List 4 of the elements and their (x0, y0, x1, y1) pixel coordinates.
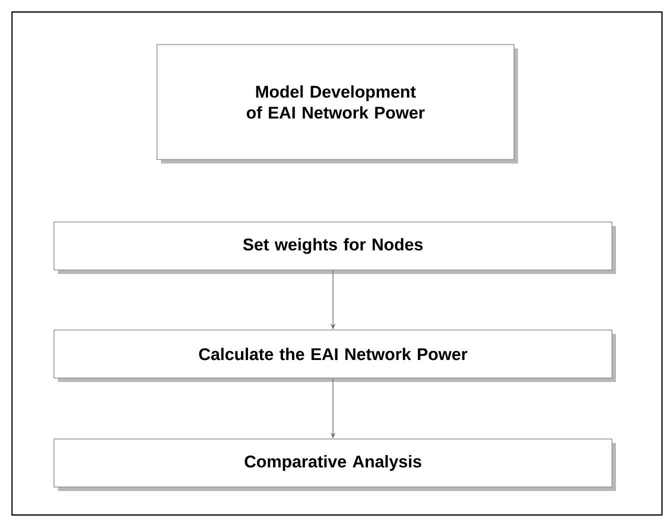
process-box: Set weights for Nodes (54, 222, 616, 274)
process-box: Calculate the EAI Network Power (54, 330, 616, 382)
process-box: Model Development of EAI Network Power (156, 44, 518, 164)
process-box: Comparative Analysis (54, 438, 616, 491)
